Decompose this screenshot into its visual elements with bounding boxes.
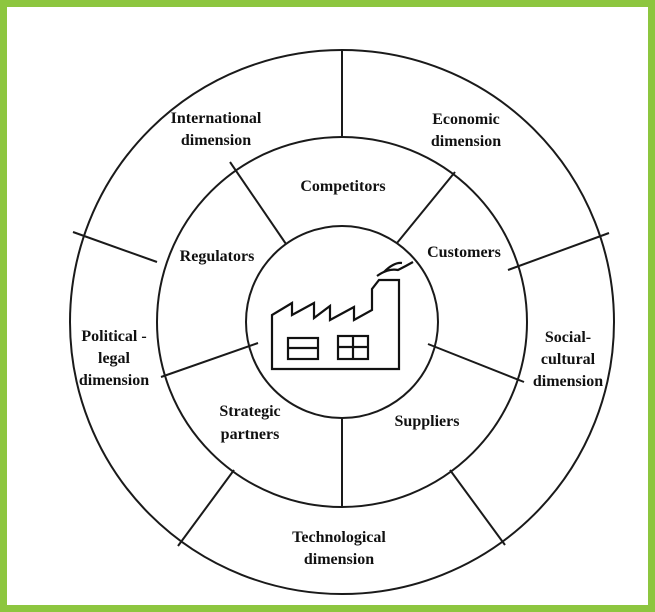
inner-circle <box>245 225 439 419</box>
label-competitors: Competitors <box>300 178 385 195</box>
inner-divider-top-right <box>396 171 456 244</box>
inner-divider-left <box>160 342 259 378</box>
label-technological-line2: dimension <box>304 551 374 568</box>
label-political-line3: dimension <box>79 372 149 389</box>
label-customers: Customers <box>427 244 501 261</box>
outer-divider-bottom-right <box>449 469 506 546</box>
label-social-line1: Social- <box>545 329 591 346</box>
inner-divider-top-left <box>229 161 287 245</box>
label-international-line1: International <box>171 110 262 127</box>
label-suppliers: Suppliers <box>395 413 460 430</box>
label-economic-line2: dimension <box>431 133 501 150</box>
label-international-line2: dimension <box>181 132 251 149</box>
label-political-line2: legal <box>98 350 131 367</box>
outer-divider-right <box>507 232 610 271</box>
inner-divider-right <box>427 343 525 383</box>
label-strategic: Strategic <box>219 403 280 420</box>
factory-icon <box>270 261 414 371</box>
label-regulators: Regulators <box>180 248 255 265</box>
label-economic-line1: Economic <box>432 111 500 128</box>
label-social-line2: cultural <box>541 351 596 368</box>
label-social-line3: dimension <box>533 373 603 390</box>
outer-divider-bottom-left <box>177 469 235 547</box>
outer-divider-left <box>72 231 158 263</box>
label-technological-line1: Technological <box>292 529 386 546</box>
label-political-line1: Political - <box>81 328 146 345</box>
label-partners: partners <box>221 426 280 443</box>
